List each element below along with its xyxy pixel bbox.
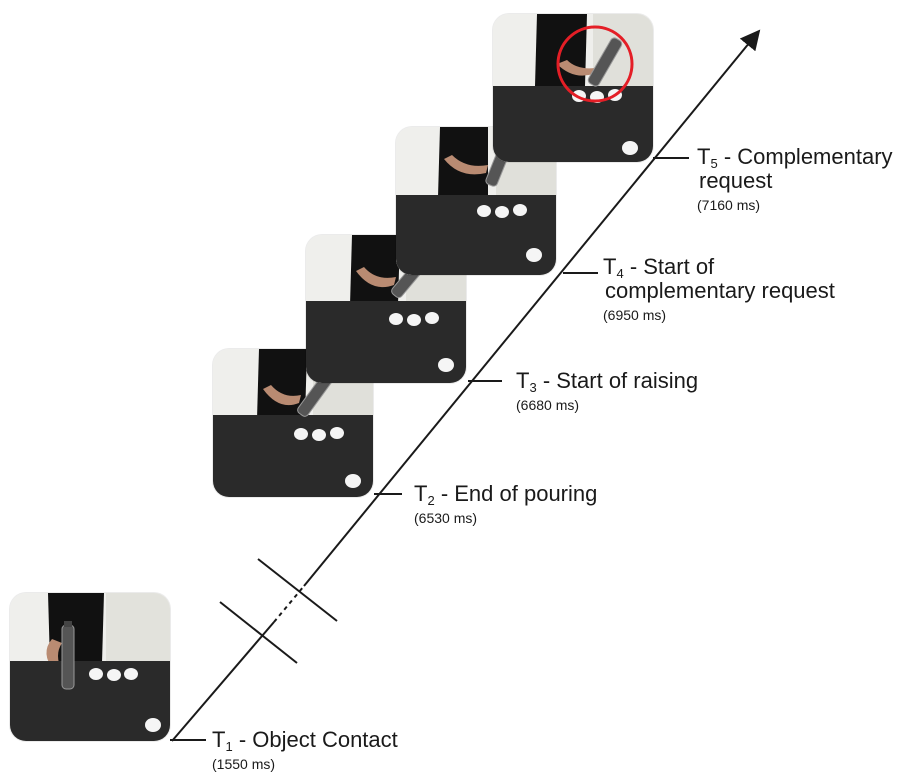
- event-label-t1: T1 - Object Contact (1550 ms): [212, 728, 398, 773]
- event-t-letter: T: [212, 727, 226, 752]
- event-time: (6530 ms): [414, 510, 478, 526]
- event-t-letter: T: [697, 144, 711, 169]
- event-title: - Complementary: [723, 144, 893, 169]
- highlight-circle: [556, 25, 634, 103]
- event-t-letter: T: [414, 481, 428, 506]
- event-title-line2: complementary request: [605, 278, 835, 303]
- frame-t1-object-contact: [10, 593, 170, 741]
- event-label-t2: T2 - End of pouring (6530 ms): [414, 482, 597, 527]
- cup-icon: [389, 312, 454, 372]
- event-time: (7160 ms): [697, 197, 761, 213]
- event-t-letter: T: [516, 368, 530, 393]
- event-title: - Object Contact: [238, 727, 398, 752]
- event-title: - Start of: [629, 254, 715, 279]
- cup-icon: [89, 668, 161, 732]
- thermos-icon: [587, 37, 623, 87]
- event-time: (1550 ms): [212, 756, 276, 772]
- axis-lower-segment: [171, 621, 275, 742]
- event-title: - Start of raising: [542, 368, 699, 393]
- event-subscript: 3: [529, 380, 537, 395]
- frame-t5-complementary-request: [493, 14, 653, 162]
- event-label-t4: T4 - Start of complementary request (695…: [603, 255, 835, 324]
- event-subscript: 5: [710, 156, 718, 171]
- event-subscript: 2: [427, 493, 435, 508]
- event-title-line2: request: [699, 168, 773, 193]
- event-title: - End of pouring: [440, 481, 598, 506]
- event-time: (6680 ms): [516, 397, 580, 413]
- event-subscript: 1: [225, 739, 233, 754]
- cup-icon: [294, 427, 361, 488]
- event-label-t5: T5 - Complementary request (7160 ms): [697, 145, 893, 214]
- axis-break-icon: [219, 558, 338, 664]
- cup-icon: [477, 204, 542, 262]
- event-subscript: 4: [616, 266, 624, 281]
- event-label-t3: T3 - Start of raising (6680 ms): [516, 369, 698, 414]
- event-time: (6950 ms): [603, 307, 667, 323]
- event-t-letter: T: [603, 254, 617, 279]
